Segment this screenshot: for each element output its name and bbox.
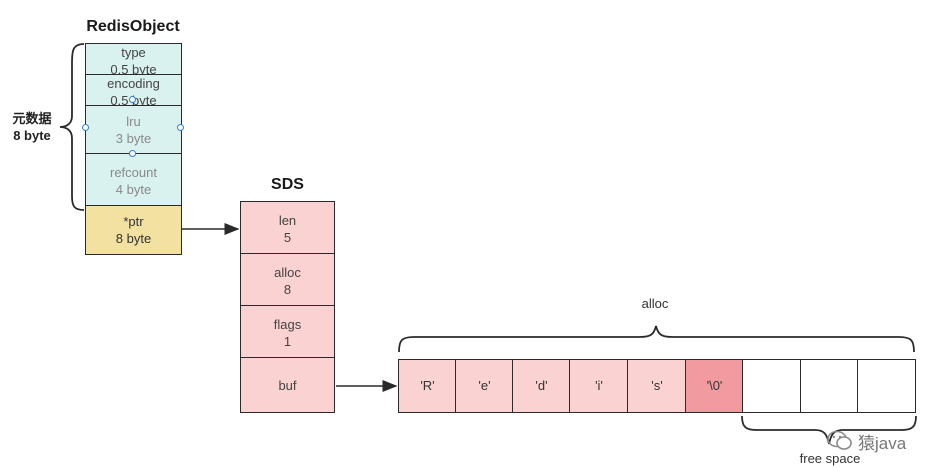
field-refcount: refcount 4 byte [85,153,182,207]
field-refcount-name: refcount [110,165,157,180]
field-lru-size: 3 byte [115,131,152,146]
wechat-icon [827,430,852,450]
free-space-label: free space [799,451,861,466]
field-ptr-name: *ptr [123,214,144,229]
metadata-brace [59,43,85,211]
sds-buf-name: buf [278,378,297,393]
buffer-cell-2: 'd' [512,359,571,413]
field-type-size: 0.5 byte [110,62,157,77]
field-type-name: type [121,45,146,60]
buffer-cell-free-3 [857,359,916,413]
sds-field-alloc: alloc 8 [240,253,335,307]
buffer-cell-4: 's' [627,359,687,413]
selection-handle-left[interactable] [82,124,89,131]
sds-flags-value: 1 [283,334,292,349]
buffer-cell-terminator: '\0' [685,359,744,413]
redis-object-title: RedisObject [86,18,180,35]
sds-len-value: 5 [283,230,292,245]
field-encoding-name: encoding [107,76,160,91]
field-lru: lru 3 byte [85,105,182,155]
field-ptr: *ptr 8 byte [85,205,182,255]
free-space-brace [741,415,917,445]
watermark-text: 猿java [858,434,907,453]
field-ptr-size: 8 byte [115,231,152,246]
sds-alloc-value: 8 [283,282,292,297]
selection-handle-top[interactable] [129,96,136,103]
buffer-cell-1: 'e' [455,359,514,413]
selection-handle-right[interactable] [177,124,184,131]
buffer-cell-0: 'R' [398,359,457,413]
metadata-label-size: 8 byte [13,128,51,143]
sds-alloc-name: alloc [274,265,301,280]
metadata-label-name: 元数据 [12,111,52,126]
buffer-cell-3: 'i' [569,359,629,413]
field-refcount-size: 4 byte [115,182,152,197]
sds-flags-name: flags [273,317,302,332]
metadata-label: 元数据 8 byte [6,110,58,144]
alloc-brace [398,325,915,353]
sds-len-name: len [278,213,297,228]
sds-field-len: len 5 [240,201,335,255]
field-type: type 0.5 byte [85,43,182,77]
alloc-label: alloc [641,296,669,311]
sds-field-buf: buf [240,357,335,413]
watermark: 猿java [826,428,944,454]
sds-field-flags: flags 1 [240,305,335,359]
field-lru-name: lru [126,114,141,129]
sds-title: SDS [271,176,304,193]
buffer-cell-free-1 [742,359,802,413]
buffer-cell-free-2 [800,359,859,413]
selection-handle-bottom[interactable] [129,150,136,157]
